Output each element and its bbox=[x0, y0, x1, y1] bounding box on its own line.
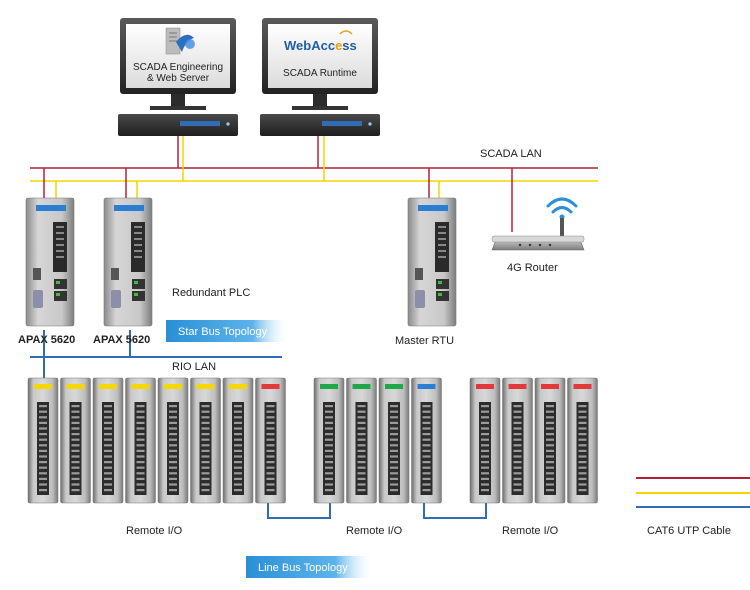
webaccess-logo-part1: WebAcc bbox=[284, 38, 335, 53]
remote-io-module-1-6 bbox=[190, 377, 221, 504]
star-bus-topology-badge: Star Bus Topology bbox=[166, 320, 290, 342]
scada-lan-label: SCADA LAN bbox=[480, 148, 542, 160]
rio-lan-label: RIO LAN bbox=[172, 361, 216, 373]
remote-io-module-3-2 bbox=[502, 377, 533, 504]
remote-io-module-3-4 bbox=[567, 377, 598, 504]
remote-io-group-3 bbox=[469, 377, 598, 504]
plc1-label: APAX 5620 bbox=[18, 334, 75, 346]
plc-apax-5620-1 bbox=[25, 197, 75, 327]
webaccess-logo-part2: ss bbox=[342, 38, 356, 53]
server1-label-line1: SCADA Engineering bbox=[133, 62, 223, 73]
remote-io-module-1-3 bbox=[92, 377, 124, 504]
scada-lan-cables bbox=[30, 136, 598, 232]
rio-lan-cables bbox=[30, 330, 487, 519]
remote-io-module-1-1 bbox=[27, 377, 59, 504]
line-bus-topology-badge: Line Bus Topology bbox=[246, 556, 374, 578]
redundant-plc-label: Redundant PLC bbox=[172, 287, 250, 299]
remote-io-group-2 bbox=[313, 377, 442, 504]
cable-legend: CAT6 UTP Cable bbox=[636, 477, 750, 537]
star-bus-label: Star Bus Topology bbox=[178, 326, 268, 338]
remote-io-module-1-8 bbox=[255, 377, 286, 504]
remote-io-label-3: Remote I/O bbox=[502, 525, 559, 537]
router-4g bbox=[491, 197, 585, 251]
scada-engineering-server: SCADA Engineering & Web Server bbox=[118, 18, 238, 136]
remote-io-label-2: Remote I/O bbox=[346, 525, 403, 537]
webaccess-logo-icon: WebAccess bbox=[284, 30, 357, 53]
remote-io-module-2-1 bbox=[313, 377, 345, 504]
scada-runtime-server: WebAccess SCADA Runtime bbox=[260, 18, 380, 136]
router-label: 4G Router bbox=[507, 262, 558, 274]
master-rtu-label: Master RTU bbox=[395, 335, 454, 347]
server1-label-line2: & Web Server bbox=[147, 73, 210, 84]
remote-io-module-2-4 bbox=[411, 377, 442, 504]
remote-io-module-2-3 bbox=[378, 377, 410, 504]
remote-io-module-1-5 bbox=[157, 377, 189, 504]
server2-label: SCADA Runtime bbox=[283, 68, 357, 79]
wifi-icon bbox=[546, 197, 578, 220]
remote-io-module-1-7 bbox=[222, 377, 254, 504]
remote-io-group-1 bbox=[27, 377, 286, 504]
remote-io-module-1-2 bbox=[60, 377, 91, 504]
svg-text:WebAccess: WebAccess bbox=[284, 38, 357, 53]
remote-io-module-1-4 bbox=[125, 377, 156, 504]
remote-io-module-3-3 bbox=[534, 377, 566, 504]
plc-apax-5620-2 bbox=[103, 197, 153, 327]
remote-io-module-2-2 bbox=[346, 377, 377, 504]
master-rtu bbox=[407, 197, 457, 327]
legend-label: CAT6 UTP Cable bbox=[647, 525, 731, 537]
remote-io-label-1: Remote I/O bbox=[126, 525, 183, 537]
plc2-label: APAX 5620 bbox=[93, 334, 150, 346]
scada-logo-icon bbox=[165, 27, 195, 55]
remote-io-module-3-1 bbox=[469, 377, 501, 504]
line-bus-label: Line Bus Topology bbox=[258, 562, 348, 574]
